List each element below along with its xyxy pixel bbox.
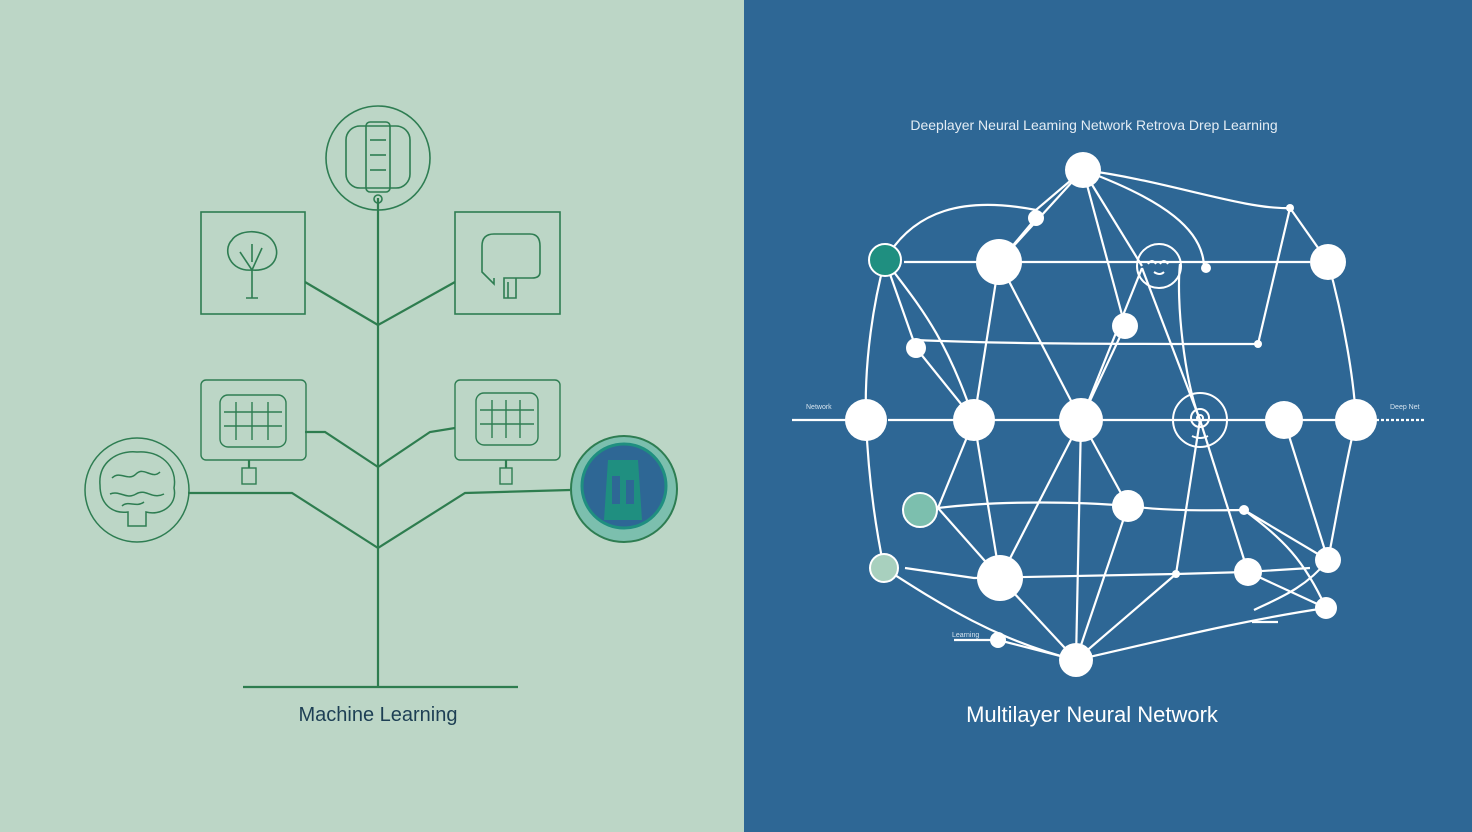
brain-icon <box>84 437 190 543</box>
keyboard-icon-right <box>454 379 561 485</box>
node <box>1234 558 1262 586</box>
neural-network-diagram <box>744 0 1472 832</box>
node-accent-teal <box>868 243 902 277</box>
node <box>1310 244 1346 280</box>
node <box>1315 547 1341 573</box>
node <box>1059 643 1093 677</box>
network-nodes <box>845 152 1377 677</box>
server-icon <box>570 435 678 543</box>
branch-middle-right <box>377 426 456 468</box>
neural-network-title: Multilayer Neural Network <box>966 702 1218 727</box>
network-heading: Deeplayer Neural Leaming Network Retrova… <box>910 117 1278 133</box>
node-accent-teal-light <box>902 492 938 528</box>
branch-lower-left <box>188 491 379 549</box>
node <box>1286 204 1294 212</box>
node <box>1315 597 1337 619</box>
node <box>976 239 1022 285</box>
node <box>1201 263 1211 273</box>
tree-branches <box>188 198 571 689</box>
neural-network-panel: Deeplayer Neural Leaming Network Retrova… <box>744 0 1472 832</box>
document-scroll-icon <box>325 105 431 211</box>
machine-learning-panel: Machine Learning <box>0 0 744 832</box>
eye-icon <box>1172 392 1228 448</box>
branch-upper-right <box>377 281 456 326</box>
node <box>1335 399 1377 441</box>
node <box>977 555 1023 601</box>
node <box>1239 505 1249 515</box>
node <box>845 399 887 441</box>
node <box>1112 313 1138 339</box>
network-left-label: Network <box>806 404 832 411</box>
node <box>1265 401 1303 439</box>
node <box>1112 490 1144 522</box>
tree-icon <box>200 211 306 315</box>
face-icon <box>1136 243 1182 289</box>
ml-tree-diagram <box>0 0 744 832</box>
node <box>1028 210 1044 226</box>
speech-bubble-icon <box>454 211 561 315</box>
branch-upper-left <box>304 281 379 326</box>
network-bottom-label: Learning <box>952 632 980 639</box>
node <box>1172 570 1180 578</box>
machine-learning-title: Machine Learning <box>298 704 458 726</box>
node <box>990 632 1006 648</box>
network-right-label: Deep Net <box>1390 404 1420 411</box>
node <box>1065 152 1101 188</box>
node <box>1059 398 1103 442</box>
keyboard-icon <box>200 379 307 485</box>
node <box>953 399 995 441</box>
left-background <box>0 0 744 832</box>
branch-middle-left <box>305 430 379 468</box>
network-edges <box>792 168 1426 662</box>
branch-lower-right <box>377 488 571 549</box>
node <box>1254 340 1262 348</box>
node <box>906 338 926 358</box>
node-accent-mint <box>869 553 899 583</box>
